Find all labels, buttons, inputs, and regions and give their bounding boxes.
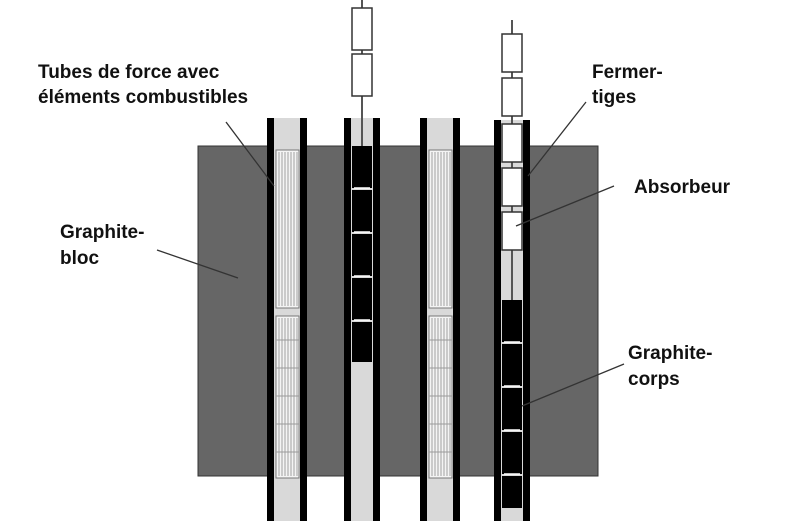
label-control-rods-line2: tiges [592,87,636,108]
leader-control-rods [527,101,587,177]
rod-segment [501,77,523,117]
label-control-rods-line1: Fermer- [592,62,663,83]
label-graphite-block-line2: bloc [60,248,99,269]
label-fuel-tubes-line1: Tubes de force avec [38,62,220,83]
rod-segment [351,53,373,97]
graphite-body-segment [352,146,372,188]
label-graphite-body-line2: corps [628,369,680,390]
label-graphite-block-line1: Graphite- [60,222,144,243]
control-channel-2 [494,20,530,521]
absorber-segment [501,123,523,163]
graphite-body-segment [352,234,372,276]
leader-graphite-body [521,363,625,407]
graphite-body-segment [352,322,372,362]
graphite-body-segment [502,432,522,474]
leader-fuel-tubes [225,121,275,187]
channel-wall-right [300,118,307,521]
graphite-block [197,145,599,477]
label-fuel-tubes-line2: éléments combustibles [38,87,248,108]
absorber-segment [501,211,523,251]
absorber-segment [501,167,523,207]
fuel-channel-1 [267,118,307,521]
graphite-body-segment [502,388,522,430]
channel-wall-right [453,118,460,521]
graphite-body-segment [502,476,522,508]
control-channel-1 [344,0,380,521]
fuel-assembly-upper [428,149,453,309]
graphite-body-segment [352,278,372,320]
label-graphite-body-line1: Graphite- [628,343,712,364]
channel-wall-right [373,118,380,521]
fuel-assembly-lower [428,315,453,479]
leader-absorber [515,185,615,227]
rod-segment [351,7,373,51]
leader-graphite-block [156,249,239,279]
fuel-channel-2 [420,118,460,521]
label-absorber: Absorbeur [634,177,731,198]
fuel-assembly-lower [275,315,300,479]
graphite-body-segment [352,190,372,232]
channel-wall-left [267,118,274,521]
channel-wall-right [523,120,530,521]
graphite-body-segment [502,300,522,342]
channel-wall-left [420,118,427,521]
fuel-assembly-upper [275,149,300,309]
channel-wall-left [494,120,501,521]
rod-segment [501,33,523,73]
graphite-body-segment [502,344,522,386]
channel-wall-left [344,118,351,521]
